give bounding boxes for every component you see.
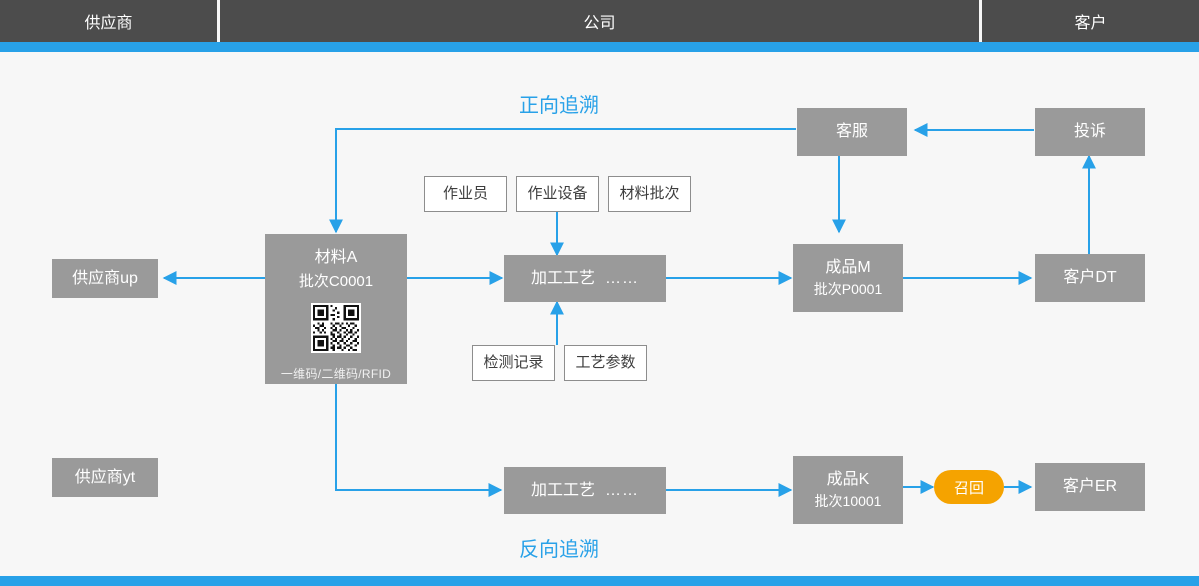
node-recall[interactable]: 召回 <box>934 470 1004 504</box>
header-cell-customer: 客户 <box>982 0 1199 50</box>
material-a-codes: 一维码/二维码/RFID <box>280 367 392 381</box>
node-process-bottom[interactable]: 加工工艺 …… <box>504 467 666 514</box>
node-product-k-title: 成品K <box>826 471 870 489</box>
node-customer-er-label: 客户ER <box>1062 478 1118 496</box>
header-cell-supplier: 供应商 <box>0 0 217 50</box>
node-supplier-yt[interactable]: 供应商yt <box>52 458 158 497</box>
header-cell-company: 公司 <box>220 0 979 50</box>
header-label-company: 公司 <box>583 15 616 32</box>
material-a-title: 材料A <box>314 249 358 266</box>
node-customer-dt-label: 客户DT <box>1063 269 1117 287</box>
node-process-bottom-label: 加工工艺 <box>530 481 595 499</box>
node-supplier-up-label: 供应商up <box>72 269 138 287</box>
node-supplier-yt-label: 供应商yt <box>74 468 136 486</box>
node-process-top-label: 加工工艺 <box>530 269 595 287</box>
accent-bar-bottom <box>0 576 1199 586</box>
qr-code-icon <box>311 303 361 353</box>
node-product-k[interactable]: 成品K 批次10001 <box>793 456 903 524</box>
node-operator[interactable]: 作业员 <box>424 176 507 212</box>
node-equipment-label: 作业设备 <box>527 185 588 203</box>
node-process-top[interactable]: 加工工艺 …… <box>504 255 666 302</box>
node-customer-dt[interactable]: 客户DT <box>1035 254 1145 302</box>
node-process-bottom-dots: …… <box>605 481 639 499</box>
header-label-supplier: 供应商 <box>84 15 133 32</box>
node-operator-label: 作业员 <box>442 185 488 203</box>
node-complaint-label: 投诉 <box>1073 123 1106 141</box>
node-product-m-title: 成品M <box>825 259 871 277</box>
node-process-params[interactable]: 工艺参数 <box>564 345 647 381</box>
node-material-batch-label: 材料批次 <box>619 185 680 203</box>
forward-trace-label: 正向追溯 <box>519 95 599 117</box>
qr-code-svg <box>313 305 359 351</box>
node-process-top-dots: …… <box>605 269 639 287</box>
node-inspection-record-label: 检测记录 <box>483 354 544 372</box>
node-process-params-label: 工艺参数 <box>575 354 636 372</box>
accent-bar-top <box>0 42 1199 52</box>
node-customer-service[interactable]: 客服 <box>797 108 907 156</box>
node-inspection-record[interactable]: 检测记录 <box>472 345 555 381</box>
node-material-batch[interactable]: 材料批次 <box>608 176 691 212</box>
node-recall-label: 召回 <box>953 479 984 497</box>
header-label-customer: 客户 <box>1074 15 1107 32</box>
node-complaint[interactable]: 投诉 <box>1035 108 1145 156</box>
node-equipment[interactable]: 作业设备 <box>516 176 599 212</box>
node-customer-service-label: 客服 <box>835 123 868 141</box>
material-a-batch: 批次C0001 <box>298 273 374 290</box>
node-material-a[interactable]: 材料A 批次C0001 <box>265 234 407 384</box>
flow-area: 正向追溯 反向追溯 供应商up 供应商yt 材料A 批次C0001 <box>0 52 1199 576</box>
node-supplier-up[interactable]: 供应商up <box>52 259 158 298</box>
reverse-trace-label: 反向追溯 <box>519 539 599 561</box>
header-row: 供应商 公司 客户 <box>0 0 1199 50</box>
node-product-k-batch: 批次10001 <box>814 493 882 510</box>
node-customer-er[interactable]: 客户ER <box>1035 463 1145 511</box>
node-product-m[interactable]: 成品M 批次P0001 <box>793 244 903 312</box>
node-product-m-batch: 批次P0001 <box>813 281 883 298</box>
